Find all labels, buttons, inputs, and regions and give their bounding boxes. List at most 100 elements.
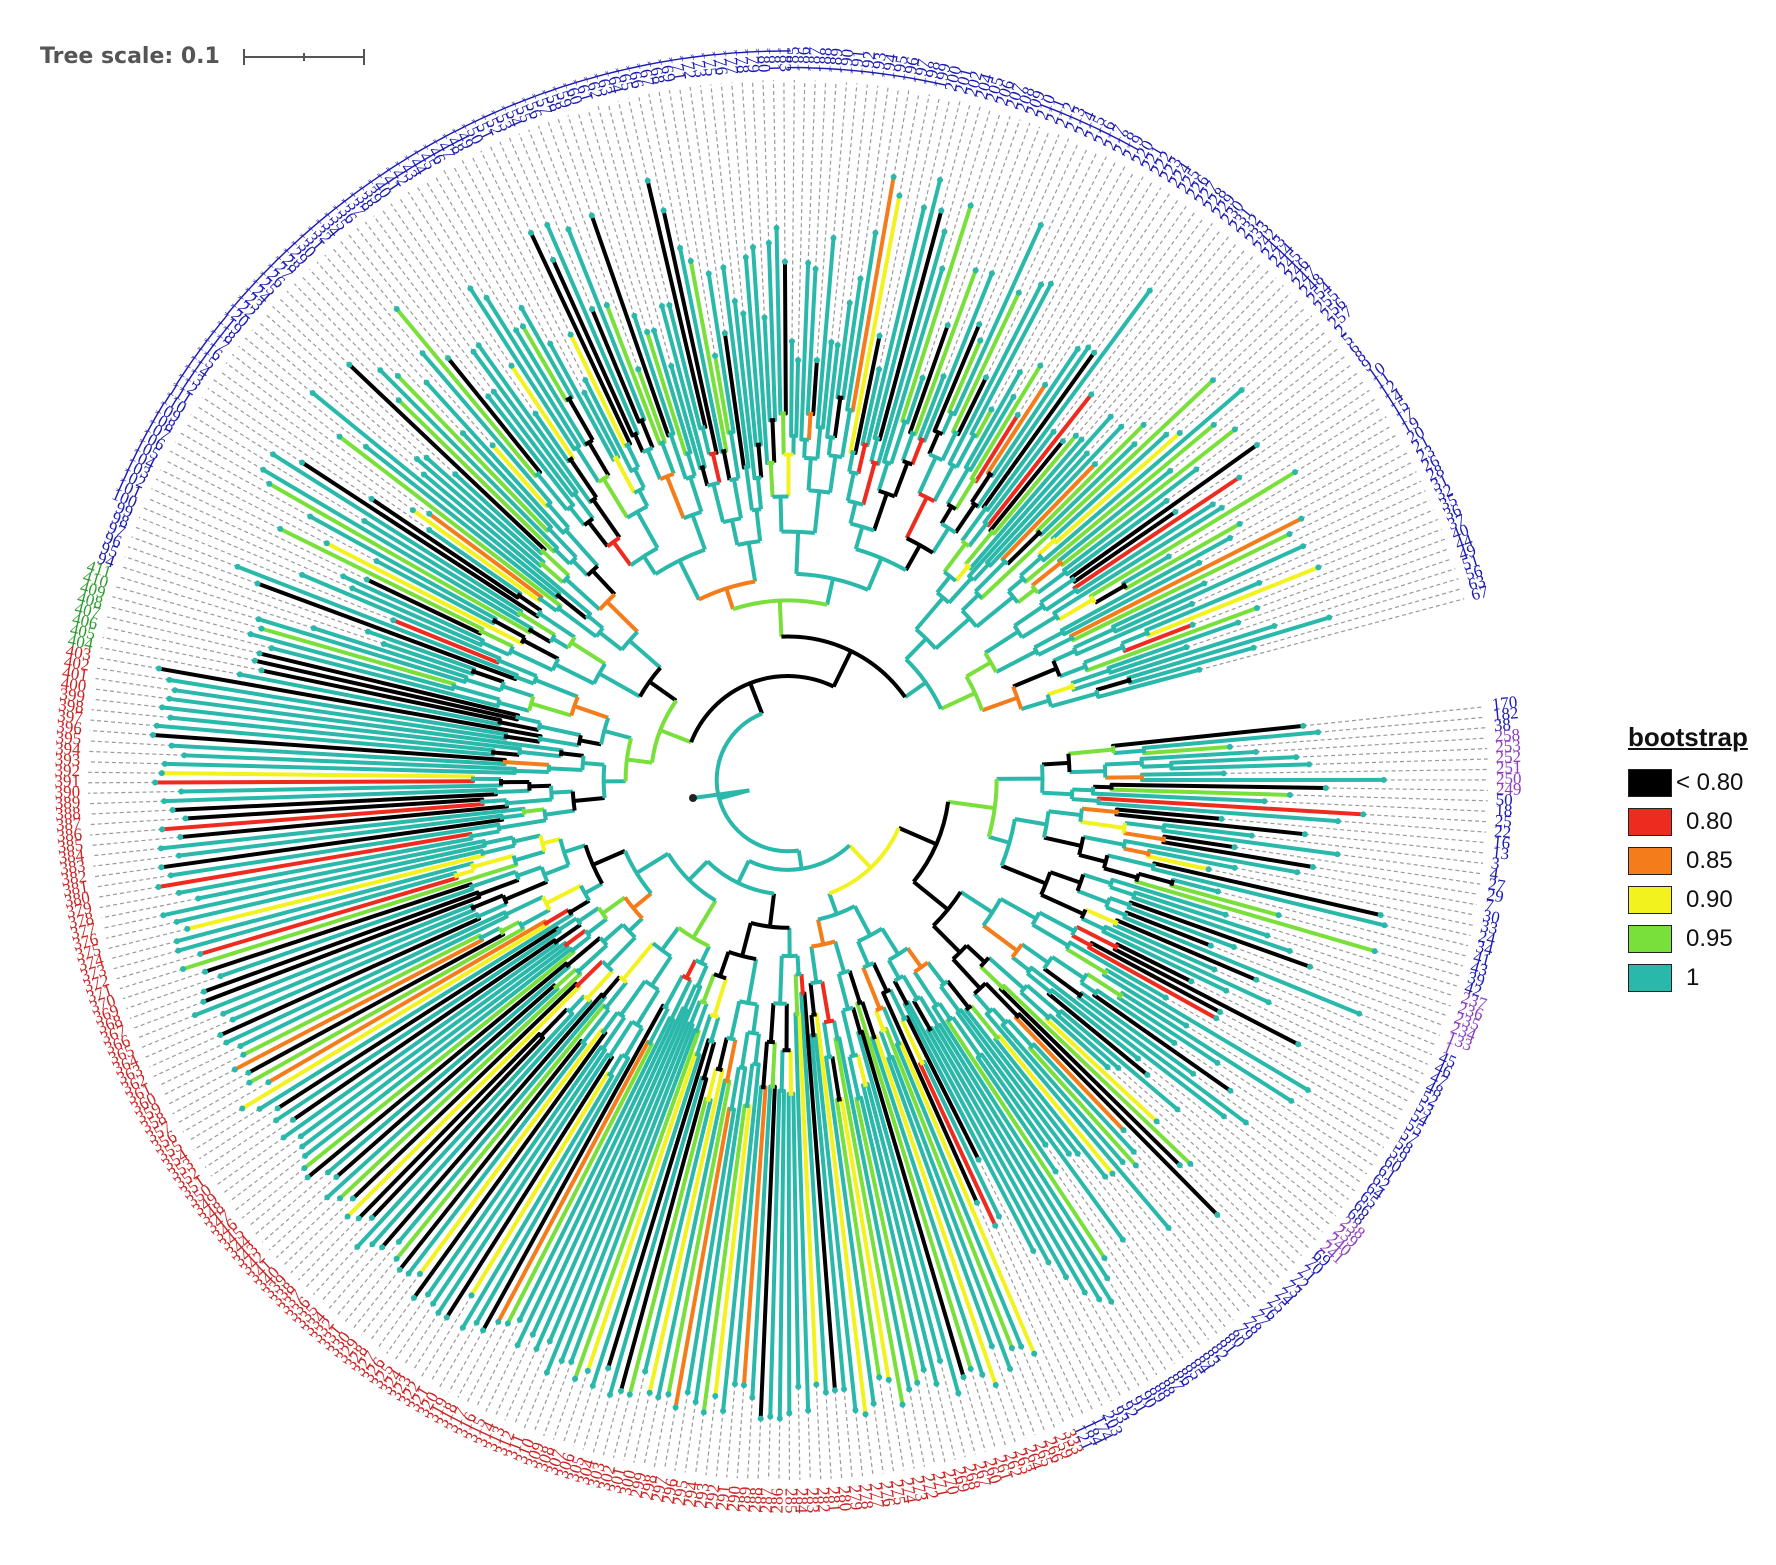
- leaf-node: [565, 226, 572, 233]
- clade-arc: [570, 791, 577, 811]
- legend-swatch: [1628, 963, 1672, 992]
- leaf-node: [813, 1381, 820, 1388]
- branch: [1095, 678, 1130, 692]
- branch: [1076, 889, 1109, 905]
- tip-label: 395: [55, 728, 82, 748]
- branch: [1000, 462, 1097, 562]
- clade-arc: [1030, 584, 1040, 595]
- branch: [900, 432, 915, 462]
- branch: [897, 826, 938, 846]
- branch: [544, 808, 575, 817]
- leaf-node: [1214, 1211, 1221, 1218]
- leaf-node: [245, 1069, 252, 1076]
- branch: [968, 395, 1016, 472]
- legend-item: 1: [1628, 958, 1768, 997]
- guide-line: [225, 362, 430, 515]
- branch: [1088, 470, 1297, 599]
- leaf-node: [336, 433, 343, 440]
- clade-arc: [513, 871, 521, 881]
- clade-arc: [468, 833, 474, 840]
- branch: [1049, 870, 1082, 885]
- branch: [557, 606, 598, 639]
- guide-line: [412, 1317, 448, 1372]
- leaf-node: [834, 342, 841, 349]
- leaf-node: [1130, 1148, 1137, 1155]
- branch: [504, 894, 544, 917]
- leaf-node: [270, 451, 277, 458]
- branch: [1114, 918, 1259, 982]
- branch: [914, 596, 945, 631]
- guide-line: [1303, 706, 1485, 727]
- branch: [538, 724, 582, 738]
- clade-arc: [583, 994, 592, 1003]
- leaf-node: [1187, 1160, 1194, 1167]
- leaf-node: [473, 1319, 480, 1326]
- leaf-node: [1163, 431, 1170, 438]
- branch: [973, 560, 1007, 593]
- guide-line: [96, 874, 171, 888]
- leaf-node: [470, 348, 477, 355]
- leaf-node: [527, 229, 534, 236]
- clade-arc: [960, 539, 971, 548]
- branch: [605, 936, 637, 968]
- guide-line: [216, 1136, 284, 1186]
- branch: [639, 419, 655, 449]
- leaf-node: [380, 640, 387, 647]
- clade-arc: [538, 835, 547, 853]
- guide-line: [196, 405, 274, 455]
- leaf-node: [513, 327, 520, 334]
- leaf-node: [158, 770, 165, 777]
- leaf-node: [395, 1238, 402, 1245]
- tip-label: 27: [1487, 874, 1507, 895]
- branch: [551, 636, 570, 650]
- branch: [700, 427, 712, 456]
- branch: [337, 434, 563, 608]
- branch: [890, 1054, 1013, 1371]
- clade-arc: [1011, 685, 1024, 710]
- branch: [154, 723, 495, 757]
- guide-line: [95, 677, 176, 691]
- leaf-node: [480, 1327, 487, 1334]
- branch: [1124, 910, 1213, 948]
- branch: [608, 1053, 624, 1076]
- leaf-node: [776, 1415, 783, 1422]
- branch: [845, 472, 856, 502]
- guide-line: [658, 91, 692, 262]
- clade-arc: [606, 535, 621, 548]
- leaf-node: [1162, 994, 1169, 1001]
- branch: [1071, 624, 1277, 692]
- leaf-node: [1042, 381, 1049, 388]
- guide-line: [101, 897, 199, 919]
- branch: [848, 193, 902, 454]
- branch: [988, 834, 1011, 845]
- guide-line: [767, 1416, 771, 1480]
- leaf-node: [179, 966, 186, 973]
- leaf-node: [152, 779, 159, 786]
- branch: [717, 1037, 729, 1070]
- guide-line: [475, 1319, 521, 1408]
- leaf-node: [642, 1368, 649, 1375]
- tip-label: 398: [57, 695, 84, 716]
- branch: [794, 531, 801, 574]
- leaf-node: [1052, 1168, 1059, 1175]
- leaf-node: [173, 918, 180, 925]
- branch: [571, 559, 589, 577]
- leaf-node: [1074, 1150, 1081, 1157]
- branch: [892, 979, 909, 1005]
- branch: [495, 788, 530, 795]
- leaf-node: [175, 889, 182, 896]
- leaf-node: [967, 1365, 974, 1372]
- guide-line: [1168, 425, 1393, 558]
- guide-line: [190, 414, 365, 522]
- branch: [856, 1030, 961, 1396]
- clade-arc: [573, 444, 581, 451]
- leaf-node: [644, 177, 651, 184]
- branch: [969, 281, 1053, 436]
- leaf-node: [237, 1042, 244, 1049]
- clade-arc: [1131, 891, 1137, 899]
- tip-label: 49: [1456, 540, 1478, 563]
- leaf-node: [217, 1032, 224, 1039]
- guide-line: [940, 103, 971, 211]
- branch: [608, 1020, 634, 1058]
- guide-line: [1256, 979, 1433, 1056]
